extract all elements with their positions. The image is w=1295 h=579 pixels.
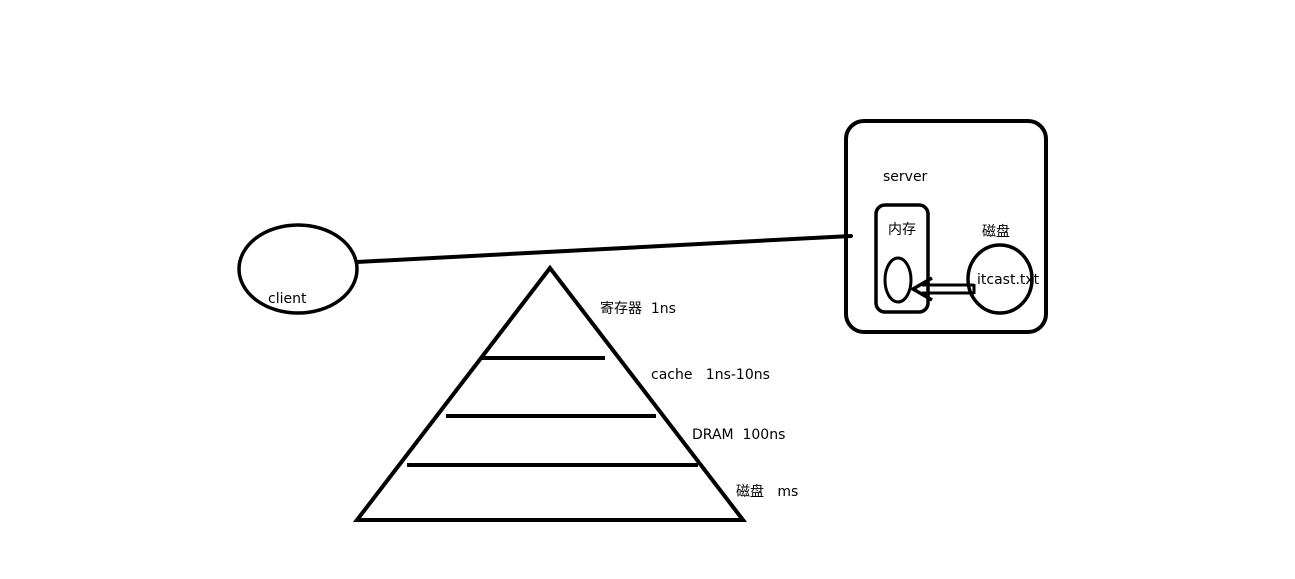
client-server-connection <box>355 234 853 264</box>
memory-label: 内存 <box>888 222 916 238</box>
level-label-cache: cache 1ns-10ns <box>651 367 770 383</box>
memory-block: 内存 <box>874 203 930 314</box>
disk-file-label: itcast.txt <box>977 272 1040 288</box>
disk-block: 磁盘 itcast.txt <box>966 223 1040 315</box>
memory-box <box>874 203 930 314</box>
memory-hierarchy-pyramid: 寄存器 1ns cache 1ns-10ns DRAM 100ns 磁盘 ms <box>352 264 798 522</box>
client-node: client <box>237 223 359 315</box>
client-label: client <box>268 291 307 307</box>
memory-file-ellipse <box>883 256 913 304</box>
load-arrow <box>909 276 976 302</box>
disk-label: 磁盘 <box>982 223 1010 240</box>
server-node: server 内存 磁盘 itcast.txt <box>844 119 1048 334</box>
level-label-register: 寄存器 1ns <box>600 300 676 317</box>
arrow-head <box>909 276 933 302</box>
level-label-dram: DRAM 100ns <box>692 427 785 443</box>
server-label: server <box>883 169 928 185</box>
disk-circle <box>966 243 1034 315</box>
server-box <box>844 119 1048 334</box>
client-ellipse <box>237 223 359 315</box>
level-label-disk: 磁盘 ms <box>736 483 798 500</box>
pyramid-outline <box>352 264 748 522</box>
